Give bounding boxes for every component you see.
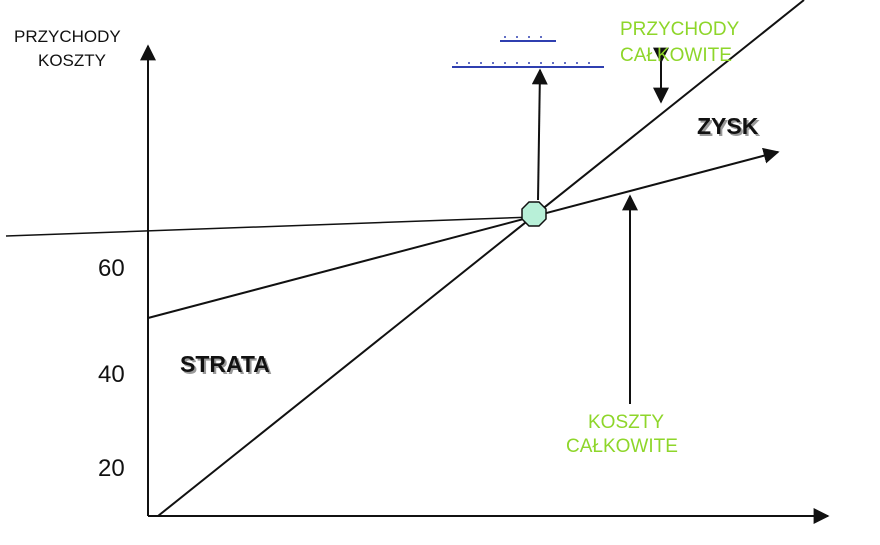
total-costs-label-line-2: CAŁKOWITE: [566, 436, 678, 457]
loss-label-shadow: STRATA: [182, 353, 272, 379]
y-axis-title-line-2: KOSZTY: [38, 51, 106, 70]
total-revenue-label-line-1: PRZYCHODY: [620, 19, 740, 40]
y-tick-label: 40: [98, 361, 125, 388]
y-axis-title-line-1: PRZYCHODY: [14, 27, 121, 46]
profit-label-shadow: ZYSK: [699, 115, 761, 141]
total-revenue-line: [157, 0, 805, 517]
loss-label: STRATA: [180, 351, 270, 377]
break-even-marker-icon: [521, 201, 547, 227]
total-revenue-label-line-2: CAŁKOWITE: [620, 45, 732, 66]
break-even-arrow: [531, 68, 548, 201]
total-costs-label-line-1: KOSZTY: [588, 412, 664, 433]
y-tick-label: 60: [98, 255, 125, 282]
break-even-guide-line: [5, 216, 535, 237]
y-tick-label: 20: [98, 455, 125, 482]
profit-label: ZYSK: [697, 113, 759, 139]
total-cost-line: [147, 147, 780, 319]
